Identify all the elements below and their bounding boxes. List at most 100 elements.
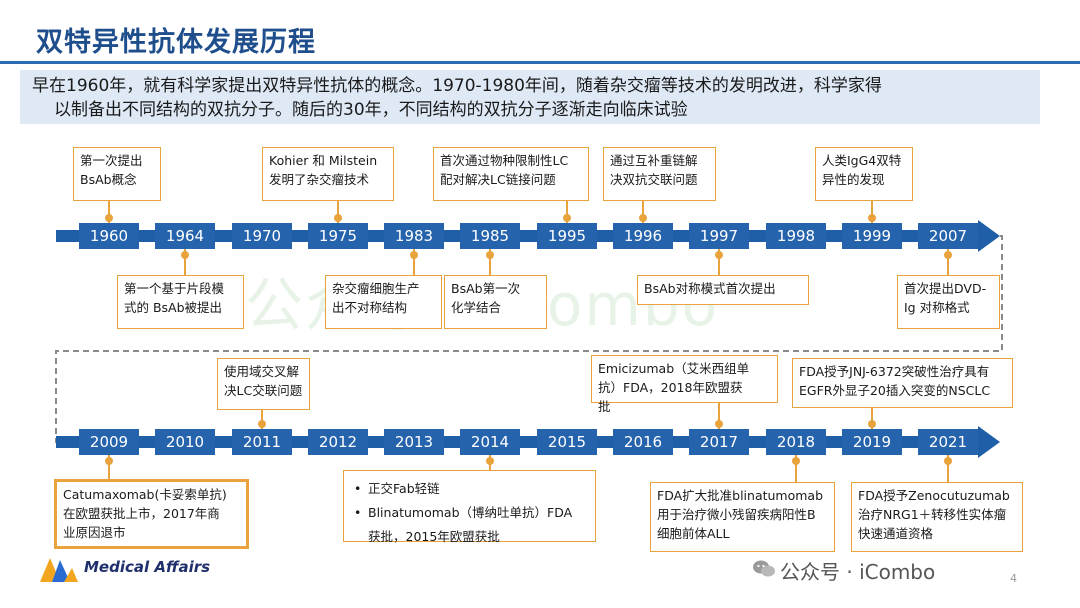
event-note-text: Blinatumomab（博纳吐单抗）FDA	[352, 503, 587, 522]
event-note-2007: 首次提出DVD-Ig 对称格式	[897, 275, 1000, 329]
year-marker-1995: 1995	[537, 223, 597, 249]
event-note-1960: 第一次提出 BsAb概念	[73, 147, 161, 201]
connector-line	[184, 249, 186, 275]
event-note-2011: 使用域交叉解决LC交联问题	[217, 358, 310, 410]
event-note-text: 出不对称结构	[332, 300, 408, 315]
connector-line	[261, 410, 263, 429]
event-note-text: 业原因退市	[63, 525, 126, 540]
event-note-text: BsAb第一次	[451, 281, 521, 296]
connector-dot	[181, 251, 189, 259]
connector-line	[566, 201, 568, 223]
connector-line	[642, 201, 644, 223]
event-note-text: 人类IgG4双特	[822, 153, 902, 168]
year-marker-2018: 2018	[766, 429, 826, 455]
year-marker-2014: 2014	[460, 429, 520, 455]
event-note-text: Catumaxomab(卡妥索单抗)	[63, 487, 227, 502]
event-note-1996: 通过互补重链解决双抗交联问题	[603, 147, 716, 201]
event-note-text: 决双抗交联问题	[610, 172, 698, 187]
year-marker-2009: 2009	[79, 429, 139, 455]
year-marker-1970: 1970	[232, 223, 292, 249]
logo-text: Medical Affairs	[84, 558, 211, 576]
year-marker-1983: 1983	[384, 223, 444, 249]
connector-line	[413, 249, 415, 275]
year-marker-2012: 2012	[308, 429, 368, 455]
title-underline	[0, 61, 1080, 64]
year-marker-1985: 1985	[460, 223, 520, 249]
connector-dot	[410, 251, 418, 259]
connector-line	[871, 408, 873, 429]
event-note-text: FDA扩大批准blinatumomab	[657, 488, 824, 503]
year-marker-1997: 1997	[689, 223, 749, 249]
event-note-2014: 正交Fab轻链 Blinatumomab（博纳吐单抗）FDA 获批，2015年欧盟获…	[343, 470, 596, 544]
connector-dot	[105, 214, 113, 222]
event-note-text: 化学结合	[451, 300, 502, 315]
event-note-text: BsAb概念	[80, 172, 137, 187]
event-note-text: 第一次提出	[80, 153, 143, 168]
connector-line	[871, 201, 873, 223]
connector-dot	[715, 251, 723, 259]
event-note-text: FDA授予Zenocutuzumab	[858, 488, 1010, 503]
year-marker-1964: 1964	[155, 223, 215, 249]
connector-line	[337, 201, 339, 223]
event-note-text: FDA授予JNJ-6372突破性治疗具有	[799, 364, 990, 379]
event-note-text: 在欧盟获批上市，2017年商	[63, 506, 220, 521]
intro-line-2: 以制备出不同结构的双抗分子。随后的30年，不同结构的双抗分子逐渐走向临床试验	[54, 100, 688, 120]
year-marker-2016: 2016	[613, 429, 673, 455]
intro-line-1: 早在1960年，就有科学家提出双特异性抗体的概念。1970-1980年间，随着杂…	[32, 76, 882, 96]
event-note-text: 正交Fab轻链	[352, 479, 587, 498]
year-marker-2011: 2011	[232, 429, 292, 455]
event-note-text: 第一个基于片段模	[124, 281, 225, 296]
year-marker-2013: 2013	[384, 429, 444, 455]
event-note-text: 批	[598, 399, 611, 414]
connector-line	[108, 455, 110, 479]
medical-affairs-logo-icon	[40, 558, 78, 582]
year-marker-1975: 1975	[308, 223, 368, 249]
wechat-account-label: 公众号 · iCombo	[780, 560, 936, 584]
connector-dot	[868, 214, 876, 222]
event-note-1983: 杂交瘤细胞生产出不对称结构	[325, 275, 442, 329]
year-marker-1999: 1999	[842, 223, 902, 249]
year-marker-1998: 1998	[766, 223, 826, 249]
event-note-text: 配对解决LC链接问题	[440, 172, 556, 187]
event-note-1964: 第一个基于片段模式的 BsAb被提出	[117, 275, 244, 329]
event-note-text: BsAb对称模式首次提出	[644, 281, 776, 296]
connector-line	[795, 455, 797, 482]
connector-dot	[486, 457, 494, 465]
event-note-2017: Emicizumab（艾米西组单抗）FDA，2018年欧盟获批	[591, 355, 778, 414]
year-marker-1960: 1960	[79, 223, 139, 249]
connector-dot	[792, 457, 800, 465]
year-marker-2007: 2007	[918, 223, 978, 249]
event-note-text: 杂交瘤细胞生产	[332, 281, 420, 296]
event-note-text: 抗）FDA，2018年欧盟获	[598, 380, 743, 395]
event-note-text: 决LC交联问题	[224, 383, 303, 398]
event-note-1985: BsAb第一次化学结合	[444, 275, 547, 329]
timeline-arrow-icon	[978, 220, 1000, 252]
event-note-text: 用于治疗微小残留疾病阳性B	[657, 507, 816, 522]
year-marker-2021: 2021	[918, 429, 978, 455]
connector-dot	[715, 420, 723, 428]
event-note-text: 获批，2015年欧盟获批	[368, 529, 500, 544]
page-number: 4	[1010, 572, 1017, 585]
event-note-text: Emicizumab（艾米西组单	[598, 361, 750, 376]
connector-line	[108, 201, 110, 223]
event-note-text: Kohier 和 Milstein	[269, 153, 378, 168]
year-marker-2015: 2015	[537, 429, 597, 455]
connector-dot	[334, 214, 342, 222]
event-note-text: 式的 BsAb被提出	[124, 300, 223, 315]
event-note-text: 快速通道资格	[858, 526, 934, 541]
connector-line	[947, 249, 949, 275]
connector-dot	[944, 251, 952, 259]
connector-line	[947, 455, 949, 482]
connector-dot	[105, 457, 113, 465]
connector-dot	[258, 420, 266, 428]
event-note-text: 通过互补重链解	[610, 153, 698, 168]
connector-dot	[563, 214, 571, 222]
connector-dot	[639, 214, 647, 222]
connector-line	[718, 403, 720, 429]
